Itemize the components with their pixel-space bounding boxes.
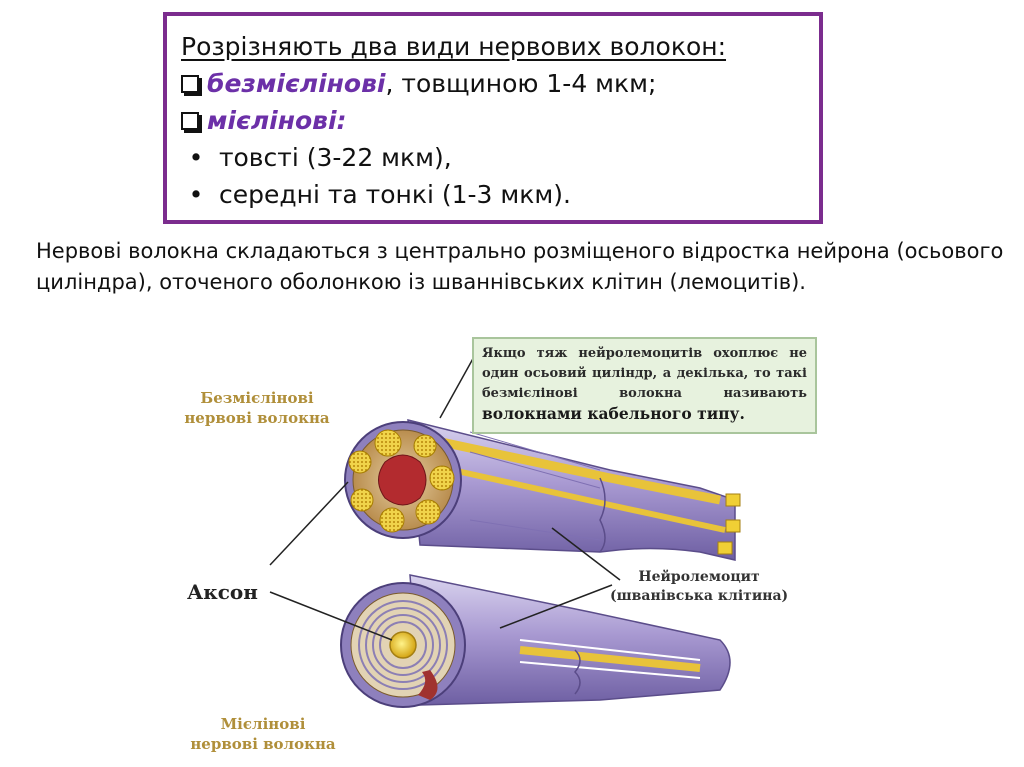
term-myelinated-colon: : (336, 106, 347, 135)
checkbox-bullet-icon (181, 75, 199, 93)
neurolemmocyte-label: Нейролемоцит (шванівська клітина) (610, 568, 788, 606)
myelinated-label-line1: Мієлінові (220, 715, 306, 733)
summary-item-myelinated: мієлінові: (181, 102, 819, 139)
term-unmyelinated: безмієлінові (207, 69, 386, 98)
myelinated-label-line2: нервові волокна (190, 735, 336, 753)
unmyelinated-label-line2: нервові волокна (184, 409, 330, 427)
unmyelinated-fiber-drawing (344, 419, 741, 561)
summary-bullet-thick: • товсті (3-22 мкм), (181, 139, 819, 176)
callout-text: Якщо тяж нейролемоцитів охоплює не один … (482, 346, 807, 401)
bullet-dot-icon: • (188, 143, 204, 172)
unmyelinated-label-line1: Безмієлінові (200, 389, 314, 407)
axon-label: Аксон (187, 580, 258, 604)
neurolemmocyte-line1: Нейролемоцит (638, 569, 760, 585)
summary-bullet-medium: • середні та тонкі (1-3 мкм). (181, 176, 819, 213)
description-paragraph: Нервові волокна складаються з центрально… (36, 239, 1004, 294)
summary-item-unmyelinated: безмієлінові, товщиною 1-4 мкм; (181, 65, 819, 102)
pointer-lines (269, 354, 621, 641)
callout-end: . (739, 404, 745, 423)
bullet-thick-text: товсті (3-22 мкм), (218, 143, 452, 172)
summary-box: Розрізняють два види нервових волокон: б… (163, 12, 823, 224)
callout-emphasis: волокнами кабельного типу (482, 404, 740, 423)
myelinated-fibers-label: Мієлінові нервові волокна (184, 714, 342, 754)
cable-type-callout: Якщо тяж нейролемоцитів охоплює не один … (472, 337, 817, 434)
term-unmyelinated-desc: , товщиною 1-4 мкм; (385, 69, 657, 98)
neurolemmocyte-line2: (шванівська клітина) (610, 588, 789, 604)
checkbox-bullet-icon (181, 112, 199, 130)
term-myelinated: мієлінові (207, 106, 337, 135)
bullet-medium-text: середні та тонкі (1-3 мкм). (218, 180, 571, 209)
summary-heading: Розрізняють два види нервових волокон: (181, 32, 727, 61)
unmyelinated-fibers-label: Безмієлінові нервові волокна (178, 388, 336, 428)
myelinated-fiber-drawing (340, 574, 731, 708)
bullet-dot-icon: • (188, 180, 204, 209)
